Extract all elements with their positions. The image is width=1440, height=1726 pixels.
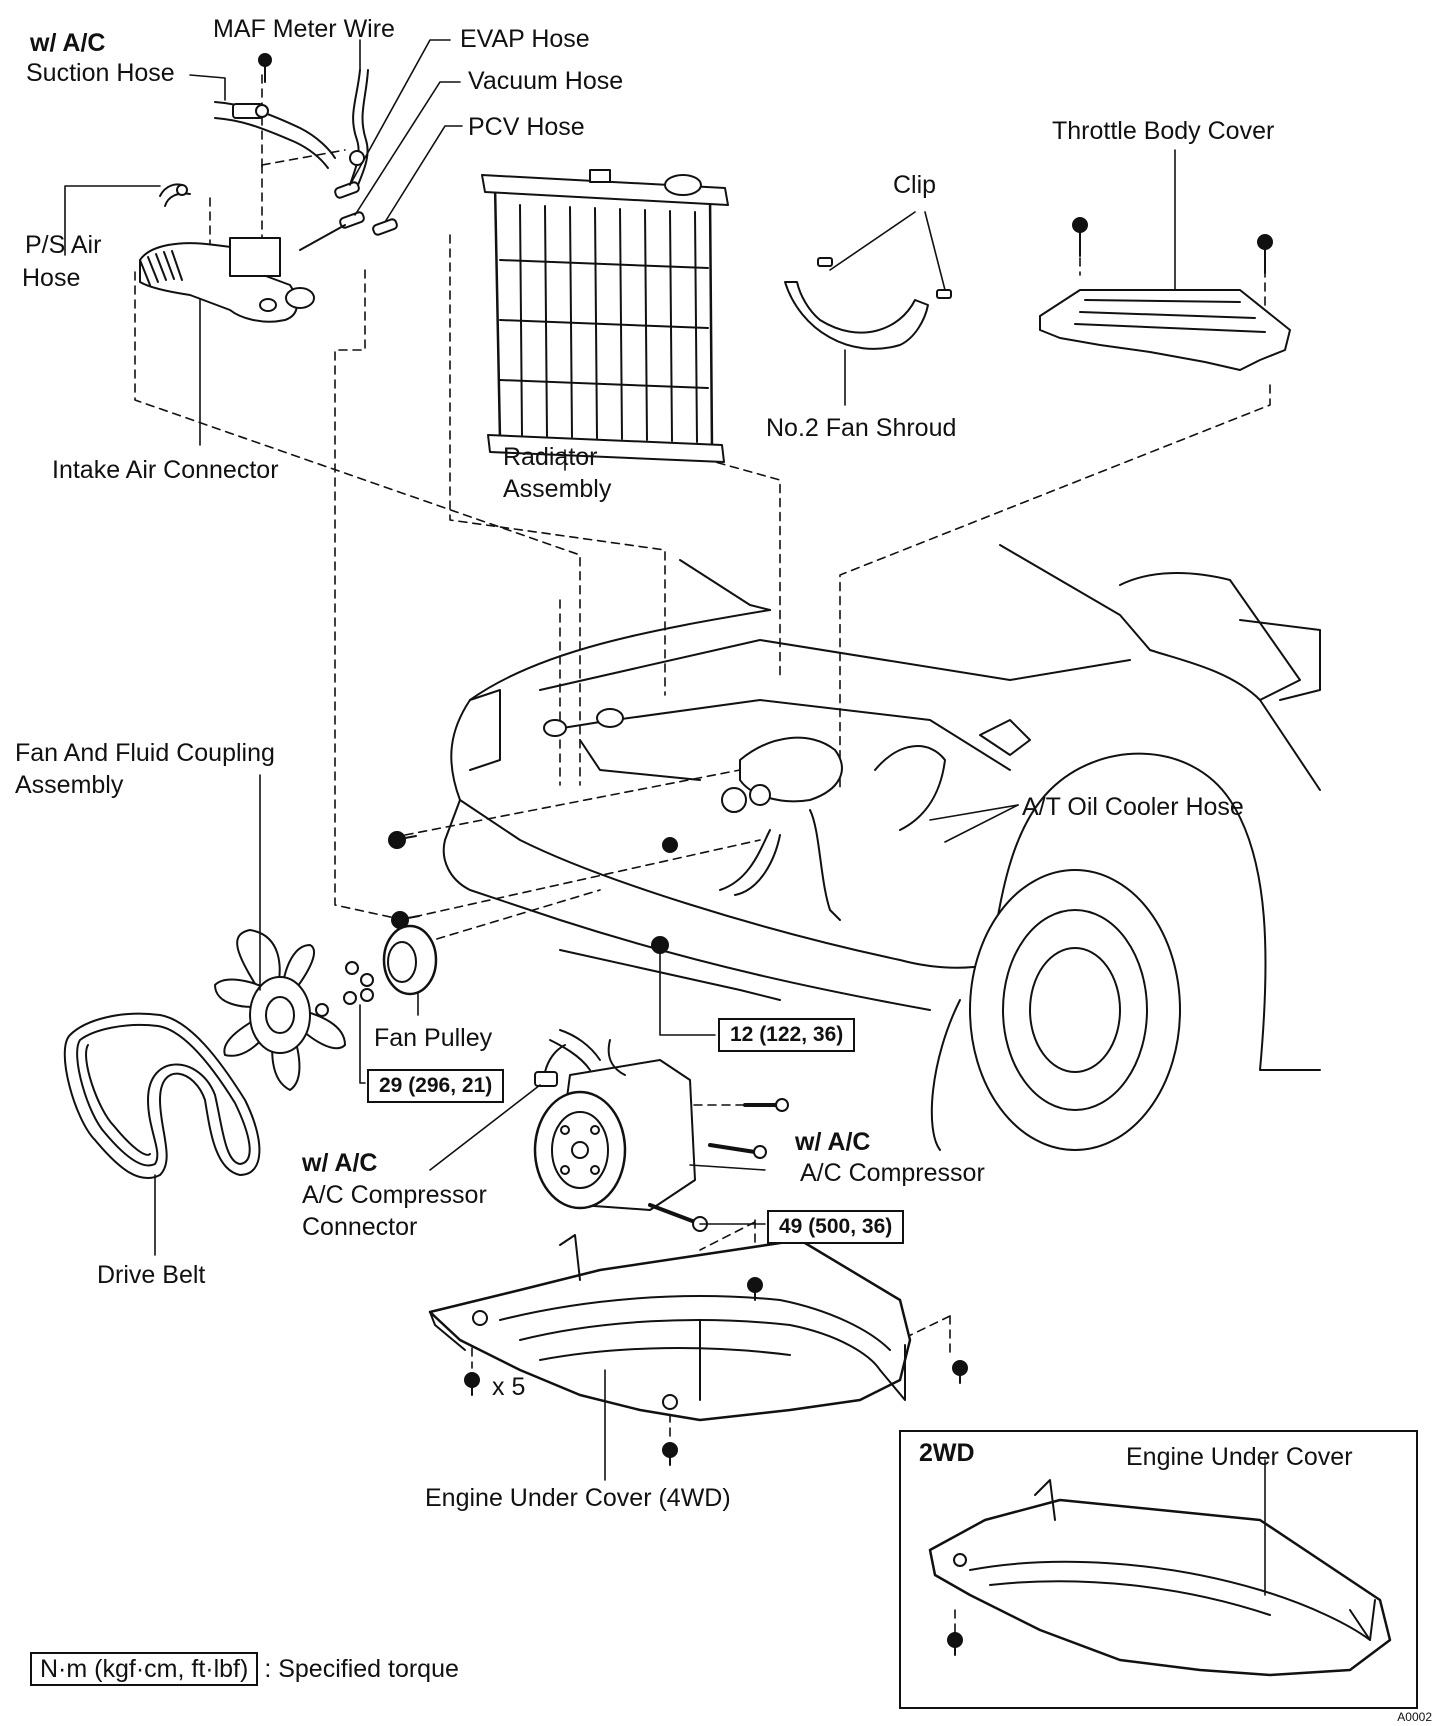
no2-fan-shroud	[784, 281, 929, 350]
label-fan-coupling-line2: Assembly	[15, 771, 124, 799]
intake-air-connector	[139, 237, 315, 323]
label-vacuum-hose: Vacuum Hose	[468, 67, 624, 95]
label-ac-compressor-connector-line2: Connector	[302, 1213, 418, 1241]
ac-compressor-bolt-icon	[648, 1098, 789, 1232]
label-intake-air-connector: Intake Air Connector	[52, 456, 279, 484]
clip-icon	[817, 257, 952, 299]
label-engine-under-cover-4wd: Engine Under Cover (4WD)	[425, 1484, 731, 1512]
label-at-oil-cooler-hose: A/T Oil Cooler Hose	[1022, 793, 1244, 821]
label-ac-compressor-connector-line1: A/C Compressor	[302, 1181, 487, 1209]
engine-compartment	[543, 708, 1031, 921]
ac-compressor-connector	[534, 1044, 566, 1087]
label-bolt-quantity: x 5	[492, 1373, 526, 1401]
figure-id: A0002	[1397, 1710, 1432, 1724]
drive-belt	[63, 1012, 261, 1180]
fan-pulley	[382, 924, 438, 996]
inset-2wd-frame: 2WD Engine Under Cover	[899, 1430, 1418, 1709]
torque-legend: N·m (kgf·cm, ft·lbf): Specified torque	[30, 1652, 459, 1686]
under-cover-bolt-icon	[464, 1277, 968, 1466]
leader-lines	[64, 39, 1266, 1596]
label-ps-air-hose-line1: P/S Air	[25, 231, 102, 259]
torque-spec-fan-pulley-nut: 29 (296, 21)	[367, 1069, 505, 1103]
throttle-cover-bolt-icon	[1072, 217, 1273, 274]
label-suction-hose: Suction Hose	[26, 59, 175, 87]
label-clip: Clip	[893, 171, 937, 199]
inset-bolt-icon	[947, 1632, 963, 1656]
label-pcv-hose: PCV Hose	[468, 113, 585, 141]
ps-air-hose	[159, 183, 191, 207]
label-evap-hose: EVAP Hose	[460, 25, 590, 53]
suction-hose-bolt-icon	[258, 53, 272, 83]
suction-hose	[214, 101, 336, 169]
engine-under-cover-2wd	[928, 1479, 1392, 1677]
label-drive-belt: Drive Belt	[97, 1261, 206, 1289]
label-fan-pulley: Fan Pulley	[374, 1024, 493, 1052]
radiator-assembly	[481, 169, 729, 463]
evap-vacuum-pcv-hoses	[299, 181, 398, 251]
label-engine-under-cover-2wd: Engine Under Cover	[1126, 1443, 1353, 1471]
label-maf-meter-wire: MAF Meter Wire	[213, 15, 395, 43]
front-wheel	[969, 869, 1181, 1151]
wac-note-compressor: w/ A/C	[795, 1128, 871, 1156]
wac-note-suction: w/ A/C	[30, 29, 106, 57]
torque-spec-ac-compressor-bolt: 49 (500, 36)	[767, 1210, 905, 1244]
legend-torque-units-box: N·m (kgf·cm, ft·lbf)	[30, 1652, 259, 1686]
label-no2-fan-shroud: No.2 Fan Shroud	[766, 414, 957, 442]
maf-meter-wire	[349, 69, 369, 186]
fan-and-fluid-coupling	[214, 929, 346, 1091]
torque-spec-radiator-bolt: 12 (122, 36)	[718, 1018, 856, 1052]
engine-under-cover-4wd	[428, 1234, 912, 1422]
label-ac-compressor: A/C Compressor	[800, 1159, 985, 1187]
inset-2wd-title: 2WD	[919, 1439, 975, 1467]
wac-note-connector: w/ A/C	[302, 1149, 378, 1177]
label-radiator-line2: Assembly	[503, 475, 612, 503]
label-throttle-body-cover: Throttle Body Cover	[1052, 117, 1275, 145]
vehicle-front-body	[442, 544, 1321, 1151]
ac-compressor	[533, 1029, 696, 1211]
label-fan-coupling-line1: Fan And Fluid Coupling	[15, 739, 275, 767]
legend-text: : Specified torque	[264, 1655, 459, 1683]
label-radiator-line1: Radiator	[503, 443, 598, 471]
radiator-bolt-icon	[388, 831, 678, 954]
fan-pulley-nut-icon	[343, 961, 374, 1005]
label-ps-air-hose-line2: Hose	[22, 264, 81, 292]
throttle-body-cover	[1039, 289, 1291, 371]
